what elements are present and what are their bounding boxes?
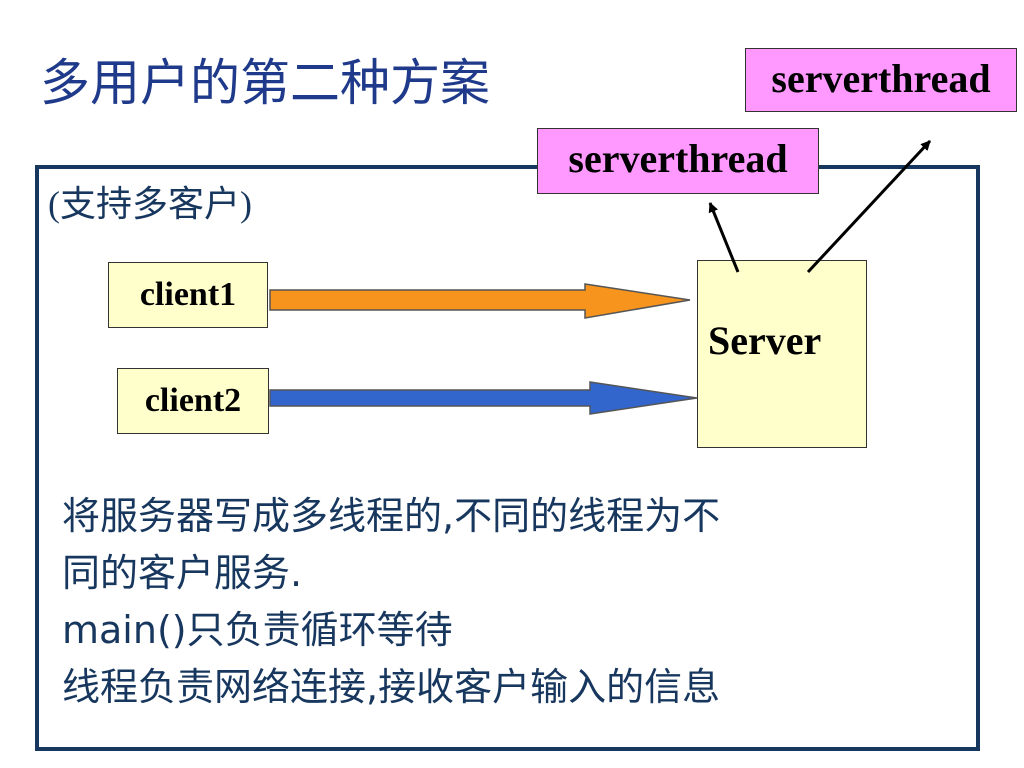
description-line-1: 将服务器写成多线程的,不同的线程为不: [62, 494, 721, 538]
client1-arrow: [269, 283, 691, 319]
serverthread-box-1: serverthread: [745, 48, 1017, 112]
server-box: Server: [697, 260, 867, 448]
subtitle: (支持多客户): [48, 184, 252, 224]
slide-title: 多用户的第二种方案: [40, 54, 490, 112]
thread-arrow-1: [806, 139, 932, 274]
description-line-3: main()只负责循环等待: [62, 608, 453, 652]
thread-arrow-2: [708, 202, 740, 273]
serverthread-box-2: serverthread: [537, 128, 819, 194]
description-line-2: 同的客户服务.: [62, 551, 303, 595]
description-line-4: 线程负责网络连接,接收客户输入的信息: [62, 665, 721, 709]
client2-box: client2: [117, 368, 269, 434]
client2-arrow: [269, 381, 698, 415]
description: 将服务器写成多线程的,不同的线程为不 同的客户服务. main()只负责循环等待…: [62, 488, 720, 716]
diagram-frame: [35, 165, 980, 751]
client1-box: client1: [108, 262, 268, 328]
